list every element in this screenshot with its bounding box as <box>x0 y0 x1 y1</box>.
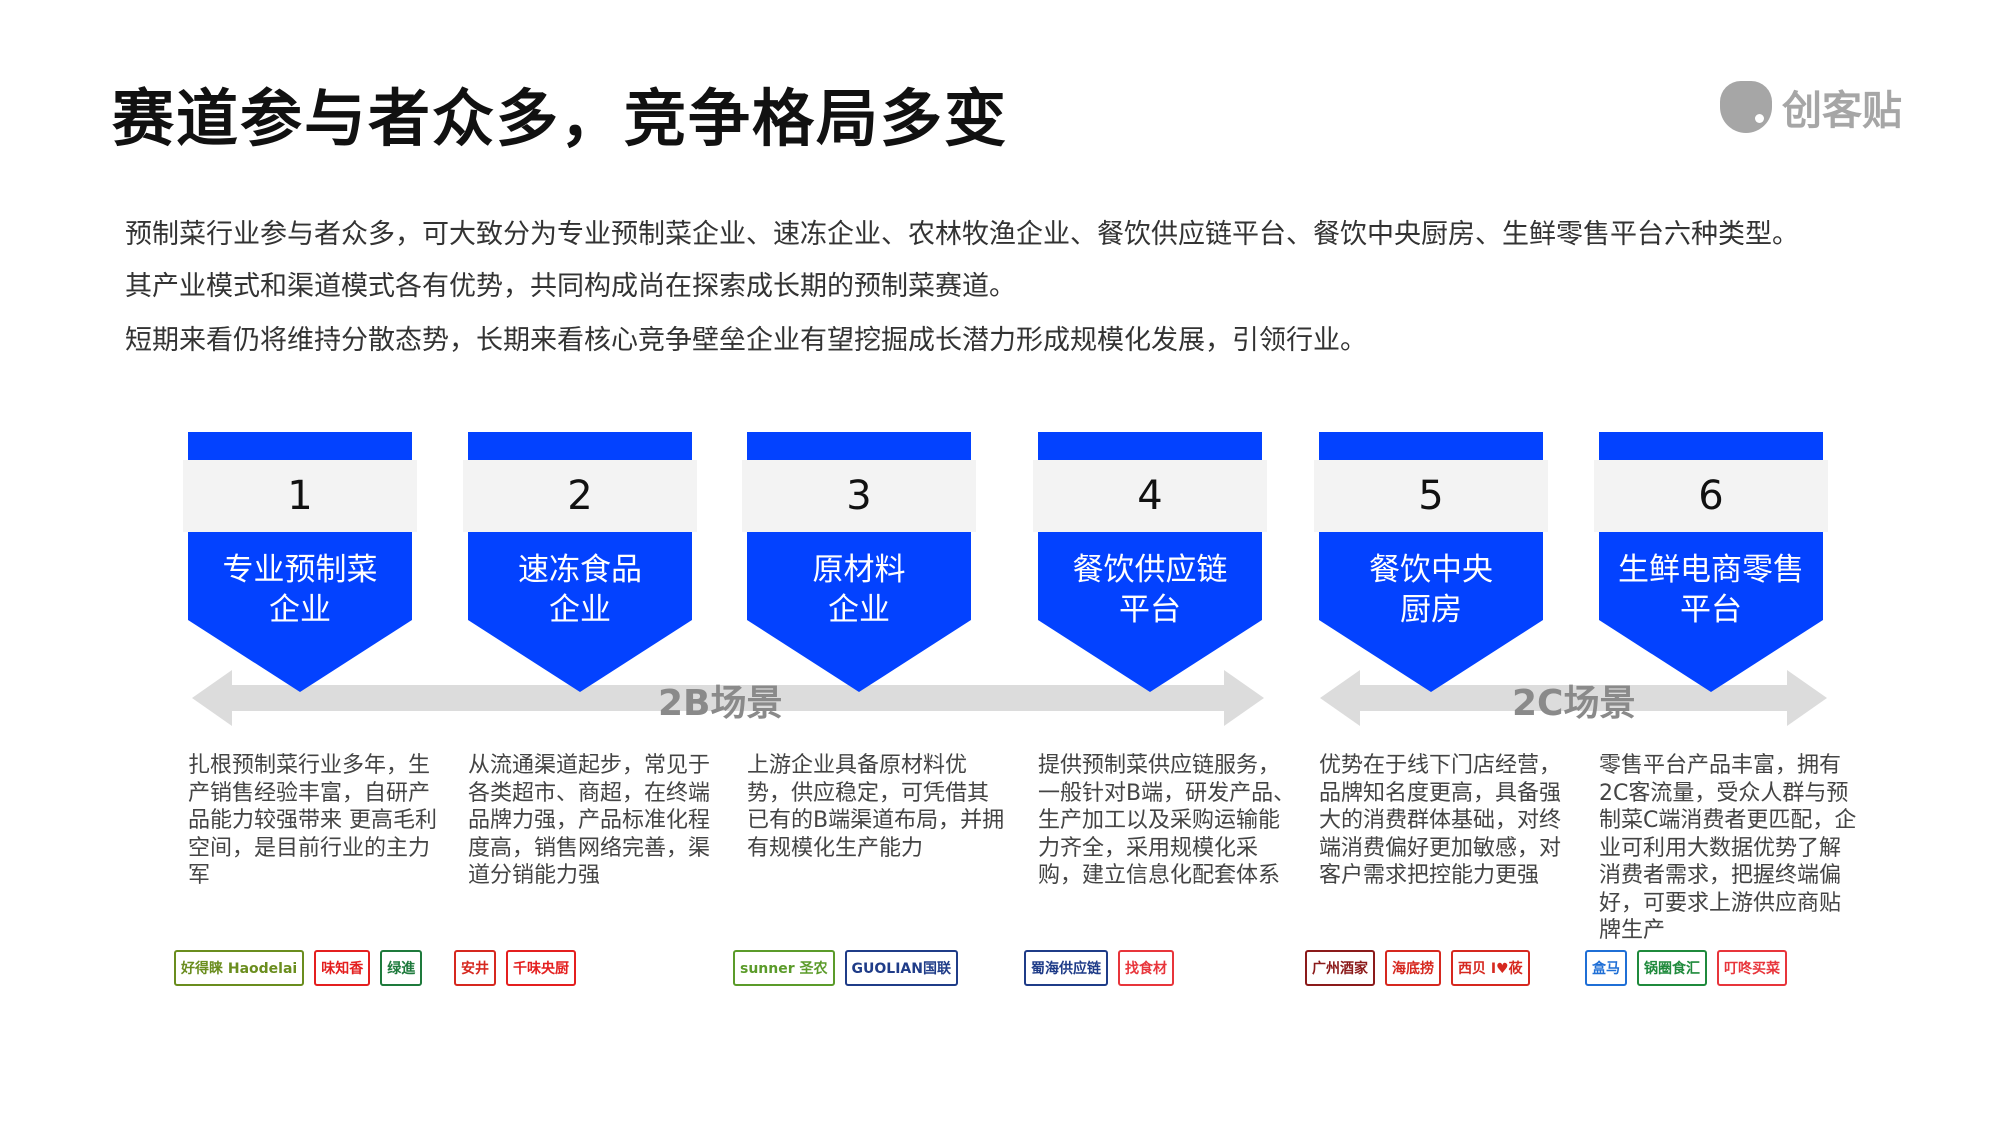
card-title-block: 餐饮供应链 平台 <box>1038 532 1262 692</box>
card-title-block: 餐饮中央 厨房 <box>1319 532 1543 692</box>
company-logo: 绿進 <box>380 950 423 986</box>
company-logo: 安井 <box>454 950 496 986</box>
card-number: 4 <box>1033 460 1267 532</box>
logo-row: 盒马锅圈食汇叮咚买菜 <box>1585 950 1787 986</box>
category-card: 2 速冻食品 企业 <box>463 432 697 692</box>
card-title-line-1: 餐饮中央 <box>1369 552 1493 588</box>
company-logo: GUOLIAN国联 <box>844 950 958 986</box>
card-number: 5 <box>1314 460 1548 532</box>
card-top-bar <box>188 432 412 460</box>
logo-row: 蜀海供应链找食材 <box>1024 950 1174 986</box>
card-top-bar <box>747 432 971 460</box>
card-title-block: 原材料 企业 <box>747 532 971 692</box>
company-logo: 好得睐 Haodelai <box>174 950 305 986</box>
company-logo: 盒马 <box>1585 950 1627 986</box>
card-top-bar <box>1599 432 1823 460</box>
mascot-icon <box>1720 81 1772 133</box>
card-title-line-2: 平台 <box>1680 592 1742 628</box>
company-logo: 千味央厨 <box>506 950 576 986</box>
card-top-bar <box>1319 432 1543 460</box>
company-logo: 找食材 <box>1118 950 1174 986</box>
category-card: 3 原材料 企业 <box>742 432 976 692</box>
company-logo: 味知香 <box>314 950 371 986</box>
card-number: 6 <box>1594 460 1828 532</box>
card-title-line-1: 餐饮供应链 <box>1072 552 1228 588</box>
brand-name: 创客贴 <box>1782 88 1902 134</box>
intro-line-2: 其产业模式和渠道模式各有优势，共同构成尚在探索成长期的预制菜赛道。 <box>125 271 1016 302</box>
card-title-block: 专业预制菜 企业 <box>188 532 412 692</box>
scene-label-2c: 2C场景 <box>1512 683 1636 724</box>
card-title-block: 生鲜电商零售 平台 <box>1599 532 1823 692</box>
card-title-line-1: 生鲜电商零售 <box>1618 552 1804 588</box>
card-number: 3 <box>742 460 976 532</box>
card-description: 优势在于线下门店经营，品牌知名度更高，具备强大的消费群体基础，对终端消费偏好更加… <box>1319 753 1562 888</box>
company-logo: 锅圈食汇 <box>1637 950 1707 986</box>
card-title-line-2: 厨房 <box>1400 592 1462 628</box>
card-title-line-2: 企业 <box>828 592 890 628</box>
card-number: 1 <box>183 460 417 532</box>
card-title-block: 速冻食品 企业 <box>468 532 692 692</box>
card-description: 零售平台产品丰富，拥有2C客流量，受众人群与预制菜C端消费者更匹配，企业可利用大… <box>1599 753 1857 943</box>
card-description: 提供预制菜供应链服务，一般针对B端，研发产品、生产加工以及采购运输能力齐全，采用… <box>1038 753 1296 888</box>
scene-label-2b: 2B场景 <box>658 683 783 724</box>
company-logo: sunner 圣农 <box>733 950 835 986</box>
brand-logo: 创客贴 <box>1720 78 1902 136</box>
card-title-line-1: 专业预制菜 <box>222 552 378 588</box>
card-title-line-2: 企业 <box>269 592 331 628</box>
company-logo: 蜀海供应链 <box>1024 950 1108 986</box>
intro-line-1: 预制菜行业参与者众多，可大致分为专业预制菜企业、速冻企业、农林牧渔企业、餐饮供应… <box>125 219 1799 250</box>
logo-row: 广州酒家海底捞西贝 I♥莜 <box>1305 950 1530 986</box>
card-title-line-2: 企业 <box>549 592 611 628</box>
logo-row: 安井千味央厨 <box>454 950 576 986</box>
card-description: 从流通渠道起步，常见于各类超市、商超，在终端品牌力强，产品标准化程度高，销售网络… <box>468 753 711 888</box>
arrow-2c <box>1320 670 1827 726</box>
card-title-line-2: 平台 <box>1119 592 1181 628</box>
page-title: 赛道参与者众多，竞争格局多变 <box>112 82 1009 155</box>
category-card: 4 餐饮供应链 平台 <box>1033 432 1267 692</box>
intro-line-3: 短期来看仍将维持分散态势，长期来看核心竞争壁垒企业有望挖掘成长潜力形成规模化发展… <box>125 325 1367 356</box>
company-logo: 西贝 I♥莜 <box>1451 950 1530 986</box>
company-logo: 叮咚买菜 <box>1717 950 1787 986</box>
company-logo: 海底捞 <box>1385 950 1441 986</box>
category-card: 6 生鲜电商零售 平台 <box>1594 432 1828 692</box>
arrow-2b <box>192 670 1264 726</box>
card-description: 上游企业具备原材料优势，供应稳定，可凭借其已有的B端渠道布局，并拥有规模化生产能… <box>747 753 1005 861</box>
category-card: 5 餐饮中央 厨房 <box>1314 432 1548 692</box>
card-title-line-1: 原材料 <box>812 552 906 588</box>
card-top-bar <box>468 432 692 460</box>
card-title-line-1: 速冻食品 <box>518 552 642 588</box>
card-number: 2 <box>463 460 697 532</box>
card-description: 扎根预制菜行业多年，生产销售经验丰富，自研产品能力较强带来 更高毛利空间，是目前… <box>188 753 437 888</box>
card-top-bar <box>1038 432 1262 460</box>
category-card: 1 专业预制菜 企业 <box>183 432 417 692</box>
company-logo: 广州酒家 <box>1305 950 1375 986</box>
